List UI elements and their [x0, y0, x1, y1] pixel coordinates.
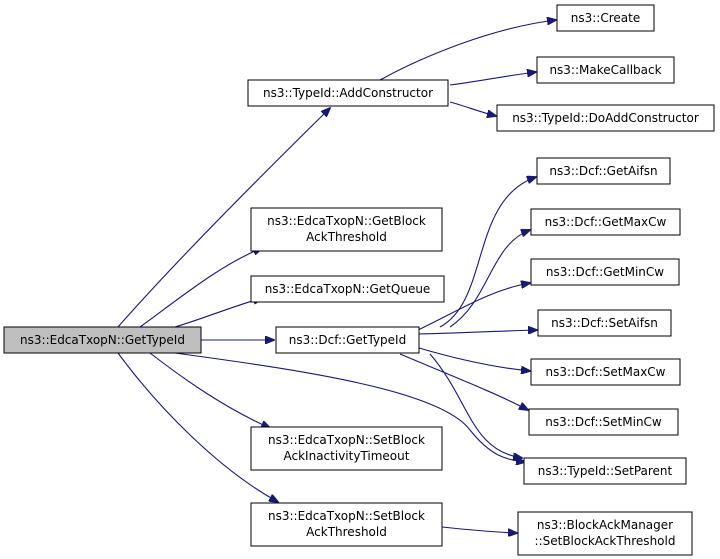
node-dcf-set-aifsn[interactable]: ns3::Dcf::SetAifsn	[537, 309, 672, 337]
edge-add-constructor-make-callback	[449, 72, 536, 86]
edge-add-constructor-create	[379, 20, 556, 81]
edge-set-block-ack-threshold-manager	[441, 526, 517, 533]
node-label-line-1: ns3::EdcaTxopN::SetBlock	[268, 433, 425, 447]
nodes: ns3::EdcaTxopN::GetTypeId ns3::TypeId::A…	[3, 4, 715, 556]
node-dcf-set-max-cw[interactable]: ns3::Dcf::SetMaxCw	[530, 358, 681, 386]
node-set-block-ack-threshold[interactable]: ns3::EdcaTxopN::SetBlock AckThreshold	[250, 502, 443, 547]
node-dcf-get-min-cw[interactable]: ns3::Dcf::GetMinCw	[530, 258, 680, 286]
node-label: ns3::EdcaTxopN::GetQueue	[265, 282, 431, 296]
node-label: ns3::TypeId::DoAddConstructor	[512, 111, 699, 125]
node-label: ns3::Create	[571, 11, 640, 25]
node-label: ns3::TypeId::SetParent	[538, 464, 673, 478]
node-label: ns3::TypeId::AddConstructor	[263, 86, 433, 100]
node-block-ack-manager-set-threshold[interactable]: ns3::BlockAckManager ::SetBlockAckThresh…	[517, 511, 693, 556]
node-label-line-1: ns3::EdcaTxopN::SetBlock	[268, 509, 425, 523]
edge-root-add-constructor	[117, 108, 330, 328]
node-label: ns3::Dcf::GetAifsn	[549, 164, 657, 178]
node-dcf-get-aifsn[interactable]: ns3::Dcf::GetAifsn	[536, 157, 671, 185]
node-label: ns3::Dcf::SetMaxCw	[545, 365, 665, 379]
node-label: ns3::EdcaTxopN::GetTypeId	[20, 333, 185, 347]
edge-root-set-block-ack-threshold	[117, 352, 278, 502]
node-label: ns3::Dcf::SetAifsn	[551, 316, 658, 330]
edge-dcf-set-max-cw	[418, 347, 530, 371]
node-label: ns3::MakeCallback	[549, 63, 661, 77]
edge-root-get-queue	[174, 298, 262, 328]
node-dcf-set-min-cw[interactable]: ns3::Dcf::SetMinCw	[528, 408, 679, 436]
node-label-line-2: AckThreshold	[306, 525, 387, 539]
node-set-block-ack-inactivity-timeout[interactable]: ns3::EdcaTxopN::SetBlock AckInactivityTi…	[250, 426, 443, 471]
node-get-queue[interactable]: ns3::EdcaTxopN::GetQueue	[250, 275, 445, 303]
node-do-add-constructor[interactable]: ns3::TypeId::DoAddConstructor	[496, 104, 715, 132]
edge-dcf-get-max-cw	[449, 230, 530, 328]
edge-root-get-block-ack-threshold	[139, 248, 262, 328]
node-label-line-2: AckInactivityTimeout	[284, 449, 410, 463]
node-label: ns3::Dcf::GetTypeId	[289, 333, 406, 347]
node-dcf-get-type-id[interactable]: ns3::Dcf::GetTypeId	[275, 326, 420, 354]
edge-dcf-get-min-cw	[417, 283, 530, 331]
edge-dcf-set-parent	[429, 353, 522, 458]
node-get-block-ack-threshold[interactable]: ns3::EdcaTxopN::GetBlock AckThreshold	[250, 207, 443, 252]
edge-dcf-get-aifsn	[439, 177, 536, 328]
edge-root-set-parent	[174, 352, 525, 462]
node-dcf-get-max-cw[interactable]: ns3::Dcf::GetMaxCw	[530, 208, 681, 236]
edge-dcf-set-aifsn	[418, 330, 537, 335]
node-make-callback[interactable]: ns3::MakeCallback	[536, 56, 675, 84]
node-edca-get-type-id[interactable]: ns3::EdcaTxopN::GetTypeId	[3, 326, 202, 354]
node-label: ns3::Dcf::SetMinCw	[545, 415, 662, 429]
node-label-line-1: ns3::EdcaTxopN::GetBlock	[267, 214, 426, 228]
node-set-parent[interactable]: ns3::TypeId::SetParent	[523, 457, 687, 485]
node-label-line-1: ns3::BlockAckManager	[537, 518, 673, 532]
node-label: ns3::Dcf::GetMinCw	[546, 265, 664, 279]
edges	[117, 20, 556, 533]
edge-add-constructor-do-add-constructor	[449, 101, 496, 116]
node-create[interactable]: ns3::Create	[556, 4, 655, 32]
edge-root-set-block-ack-inactivity-timeout	[149, 352, 270, 428]
node-label-line-2: ::SetBlockAckThreshold	[535, 534, 676, 548]
node-label: ns3::Dcf::GetMaxCw	[545, 215, 667, 229]
node-label-line-2: AckThreshold	[306, 230, 387, 244]
edge-dcf-set-min-cw	[399, 353, 528, 410]
node-add-constructor[interactable]: ns3::TypeId::AddConstructor	[247, 79, 449, 107]
